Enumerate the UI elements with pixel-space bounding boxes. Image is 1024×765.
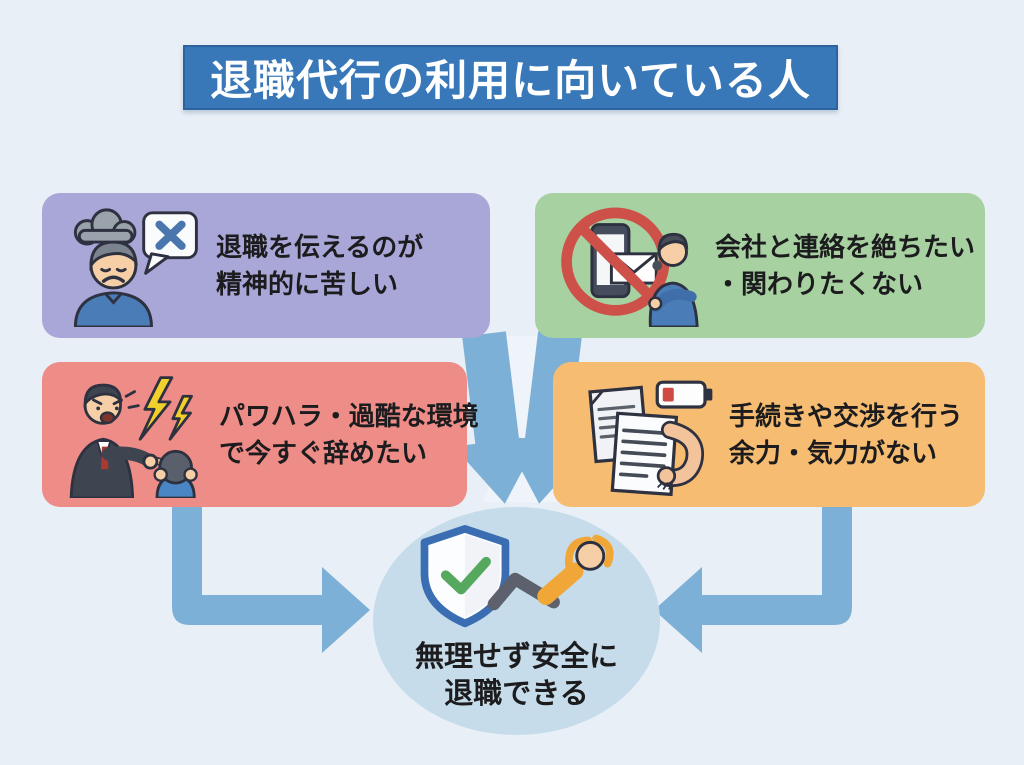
angry-boss-harassment-icon xyxy=(56,372,215,498)
reason-line: 余力・気力がない xyxy=(729,437,938,468)
result-text: 無理せず安全に 退職できる xyxy=(415,639,618,713)
reason-line: ・関わりたくない xyxy=(715,268,924,299)
reason-line: 退職を伝えるのが xyxy=(216,232,424,263)
shield-check-relax-icon xyxy=(411,521,623,637)
reason-card-no-contact: 会社と連絡を絶ちたい ・関わりたくない xyxy=(535,193,985,338)
reason-text-no-energy: 手続きや交渉を行う 余力・気力がない xyxy=(729,398,975,471)
result-line: 退職できる xyxy=(444,678,589,711)
result-line: 無理せず安全に xyxy=(414,641,618,673)
reason-card-mental-stress: 退職を伝えるのが 精神的に苦しい xyxy=(42,193,490,338)
arrow-bottom-left-to-center xyxy=(172,505,370,653)
result-circle: 無理せず安全に 退職できる xyxy=(373,507,660,735)
title-banner: 退職代行の利用に向いている人 xyxy=(183,45,838,110)
stressed-person-icon xyxy=(56,205,206,327)
low-battery-documents-icon xyxy=(567,373,719,497)
reason-line: 会社と連絡を絶ちたい xyxy=(715,232,976,263)
reason-text-no-contact: 会社と連絡を絶ちたい ・関わりたくない xyxy=(715,229,975,302)
reason-line: 手続きや交渉を行う xyxy=(729,401,964,432)
no-phone-contact-icon xyxy=(549,205,705,327)
arrow-bottom-right-to-center xyxy=(654,505,852,653)
reason-card-no-energy: 手続きや交渉を行う 余力・気力がない xyxy=(553,362,985,507)
reason-line: で今すぐ辞めたい xyxy=(219,437,428,468)
reason-text-mental-stress: 退職を伝えるのが 精神的に苦しい xyxy=(216,229,480,302)
reason-line: 精神的に苦しい xyxy=(216,268,399,299)
reason-line: パワハラ・過酷な環境 xyxy=(219,401,479,432)
reason-text-harassment: パワハラ・過酷な環境 で今すぐ辞めたい xyxy=(219,398,479,471)
reason-card-harassment: パワハラ・過酷な環境 で今すぐ辞めたい xyxy=(42,362,479,507)
page-title: 退職代行の利用に向いている人 xyxy=(210,57,811,104)
